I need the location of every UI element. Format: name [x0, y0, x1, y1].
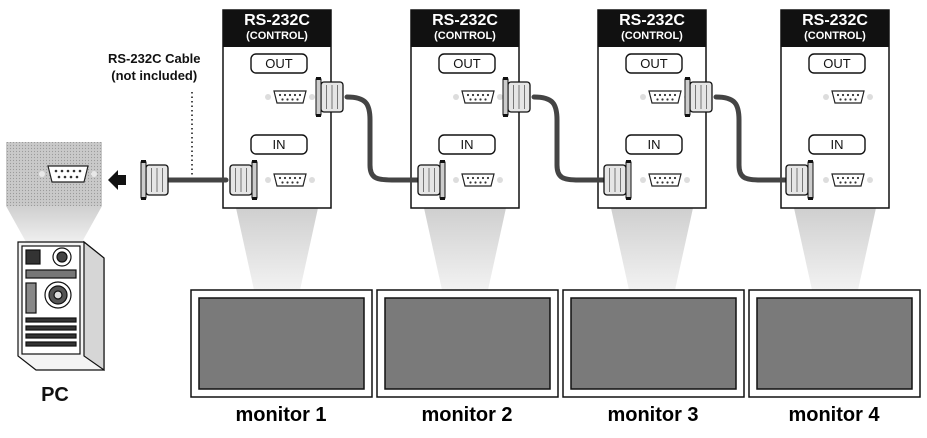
- panel-subtitle: (CONTROL): [246, 30, 308, 42]
- panel-title: RS-232C: [432, 12, 498, 29]
- out-label: OUT: [823, 56, 851, 71]
- cable-plug-icon: [417, 160, 446, 200]
- monitor-label-3: monitor 3: [607, 404, 699, 426]
- cable-plug-icon: [684, 77, 713, 117]
- panel-3-header: RS-232C (CONTROL): [598, 13, 706, 42]
- monitor-4: [748, 289, 921, 398]
- pc-tower-icon: [17, 240, 105, 372]
- beam-1: [236, 208, 318, 290]
- cable-label-line1: RS-232C Cable: [108, 51, 201, 66]
- serial-port-icon: [453, 90, 503, 104]
- projection-beams: [236, 208, 876, 290]
- cable-1-to-2: [344, 94, 421, 183]
- monitor-label-1: monitor 1: [235, 404, 327, 426]
- panel-1-header: RS-232C (CONTROL): [223, 13, 331, 42]
- out-label: OUT: [265, 56, 293, 71]
- pc-serial-panel: [6, 142, 102, 206]
- serial-port-icon: [265, 90, 315, 104]
- panel-2-header: RS-232C (CONTROL): [411, 13, 519, 42]
- monitor-label-2: monitor 2: [421, 404, 513, 426]
- pc-beam: [6, 206, 102, 242]
- serial-port-icon: [265, 173, 315, 187]
- port-label-boxes: [250, 53, 866, 155]
- serial-port-icon: [640, 173, 690, 187]
- panel-subtitle: (CONTROL): [621, 30, 683, 42]
- cable-2-to-3: [531, 94, 607, 183]
- serial-port-icon: [453, 173, 503, 187]
- monitor-label-4: monitor 4: [788, 404, 880, 426]
- cable-3-to-4: [713, 94, 789, 183]
- monitor-2: [376, 289, 559, 398]
- cable-plug-icon: [502, 77, 531, 117]
- cable-plug-icon: [229, 160, 258, 200]
- in-label: IN: [647, 137, 661, 152]
- in-label: IN: [830, 137, 844, 152]
- in-label: IN: [272, 137, 286, 152]
- arrow-icon: [108, 170, 126, 190]
- panel-subtitle: (CONTROL): [804, 30, 866, 42]
- panel-subtitle: (CONTROL): [434, 30, 496, 42]
- cables: [165, 94, 789, 183]
- panel-title: RS-232C: [619, 12, 685, 29]
- beam-2: [424, 208, 506, 290]
- serial-port-icon: [823, 173, 873, 187]
- cable-plug-icon: [315, 77, 344, 117]
- serial-port-icon: [823, 90, 873, 104]
- cable-plug-icon: [603, 160, 632, 200]
- beam-4: [794, 208, 876, 290]
- beam-3: [611, 208, 693, 290]
- panel-4-header: RS-232C (CONTROL): [781, 13, 889, 42]
- monitor-3: [562, 289, 745, 398]
- cable-plug-icon: [140, 160, 169, 200]
- monitor-1: [190, 289, 373, 398]
- in-label: IN: [460, 137, 474, 152]
- cable-label: RS-232C Cable (not included): [108, 50, 200, 84]
- cable-plug-icon: [785, 160, 814, 200]
- panel-title: RS-232C: [802, 12, 868, 29]
- panel-title: RS-232C: [244, 12, 310, 29]
- out-label: OUT: [453, 56, 481, 71]
- cable-plugs: [140, 77, 814, 200]
- pc-label: PC: [41, 384, 69, 406]
- out-label: OUT: [640, 56, 668, 71]
- cable-label-line2: (not included): [111, 68, 198, 83]
